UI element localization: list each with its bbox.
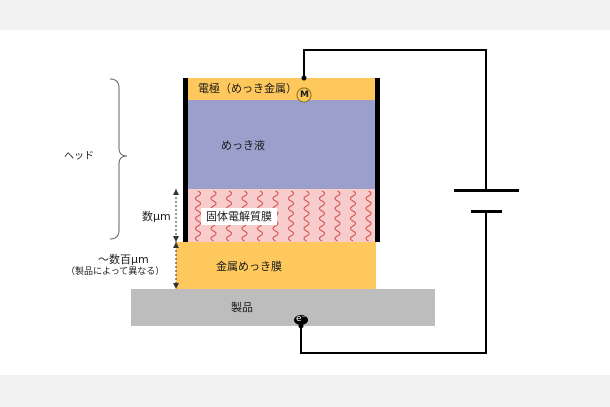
electron-icon (294, 315, 308, 325)
ion-wave (303, 190, 310, 242)
film-dim-arrow-bottom (173, 283, 179, 289)
plated-film-label: 金属めっき膜 (216, 260, 282, 273)
ion-wave (319, 190, 325, 242)
wire-top (303, 49, 487, 190)
head-label: ヘッド (64, 151, 94, 162)
ion-wave (195, 190, 201, 242)
membrane-dim-arrow-top (173, 189, 179, 195)
product-slab (131, 289, 435, 326)
head-wall-left (183, 78, 188, 242)
plating-liquid-label: めっき液 (221, 139, 265, 152)
terminal-electrode (301, 75, 307, 81)
membrane-ion-waves (195, 190, 372, 242)
product-label: 製品 (231, 301, 253, 314)
plated-film (176, 242, 376, 289)
ion-wave (365, 190, 372, 242)
ion-wave (288, 190, 294, 242)
film-thickness-note: （製品によって異なる） (66, 267, 165, 277)
electrode (187, 78, 376, 100)
ion-wave (350, 190, 356, 242)
membrane-label: 固体電解質膜 (201, 208, 277, 225)
film-thickness-value: ～数百μm (98, 253, 149, 266)
electrode-label: 電極（めっき金属） (198, 82, 297, 95)
ion-wave (334, 190, 341, 242)
battery-plate-short (471, 210, 502, 213)
metal-badge-text: M (300, 90, 309, 100)
plating-liquid (187, 100, 376, 189)
wire-bottom (300, 212, 487, 354)
head-brace (109, 78, 128, 240)
film-dim-arrow-top (173, 242, 179, 248)
head-wall-right (375, 78, 380, 242)
membrane-dim-arrow-bottom (173, 236, 179, 242)
membrane-thickness-label: 数μm (142, 210, 171, 223)
metal-ion-icon (296, 87, 312, 103)
battery-plate-long (454, 189, 519, 192)
electron-badge-text: e⁻ (296, 314, 307, 324)
